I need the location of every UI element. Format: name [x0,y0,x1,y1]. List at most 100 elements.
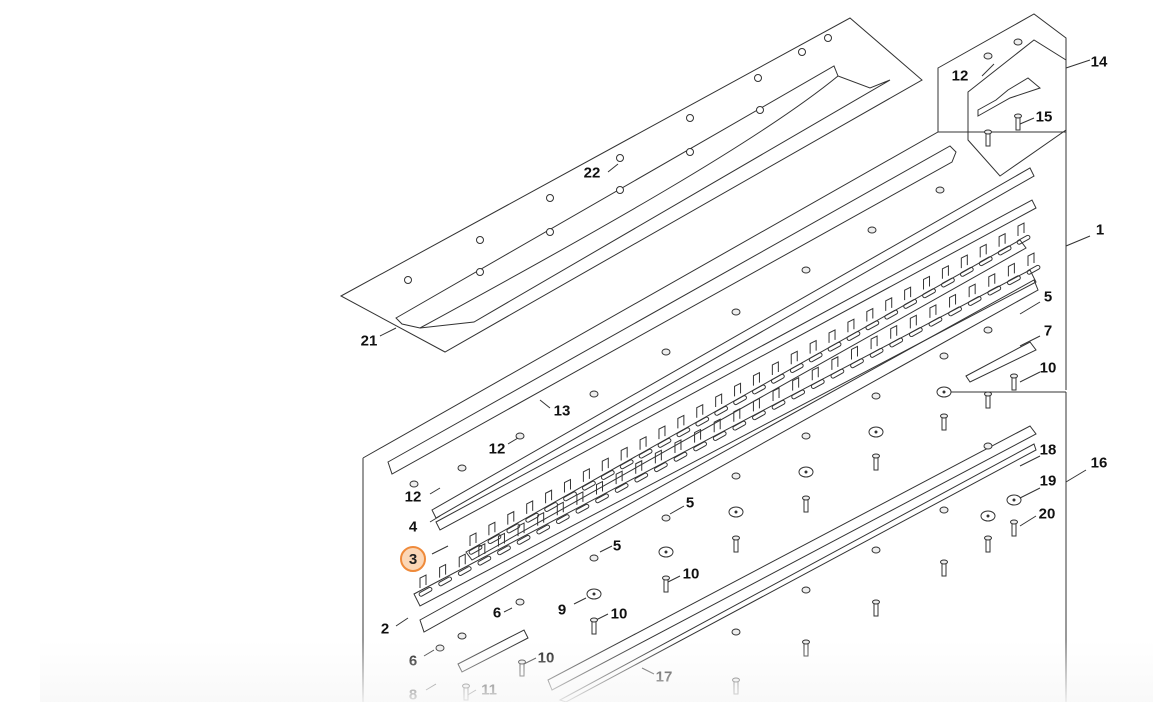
nut-icon [1013,38,1023,46]
callout-6[interactable]: 6 [492,604,502,622]
callout-18[interactable]: 18 [1039,441,1057,459]
callout-5[interactable]: 5 [685,494,695,512]
rivet-hole-icon [754,74,762,82]
blade-3-tooth [904,286,912,301]
callout-10[interactable]: 10 [537,649,555,667]
guard-plate-22 [395,65,891,329]
callout-3-selected[interactable]: 3 [400,546,426,572]
callout-12[interactable]: 12 [404,488,422,506]
main-panel-outline [362,131,1067,459]
blade-2-tooth [419,574,427,588]
blade-slot [941,277,955,288]
washer-hole-icon [592,592,596,596]
callout-21[interactable]: 21 [360,332,378,350]
blade-2-tooth [850,345,858,360]
nut-icon [589,390,599,398]
callout-19[interactable]: 19 [1039,472,1057,490]
washer-hole-icon [734,510,738,514]
blade-3-tooth [601,457,609,472]
blade-2-tooth [1027,252,1035,266]
blade-3-tooth [885,297,893,311]
blade-2-tooth [929,304,937,318]
bolt-head-icon [1010,519,1018,525]
rail-17 [558,443,1037,702]
nut-icon [589,554,599,562]
bolt-head-icon [1014,113,1022,119]
callout-13[interactable]: 13 [553,402,571,420]
washer-hole-icon [942,390,946,394]
blade-slot [595,493,609,504]
plate-4 [431,167,1035,519]
blade-2-tooth [654,449,662,464]
blade-2-tooth [890,324,898,339]
washer-hole-icon [874,430,878,434]
rivet-hole-icon [686,114,694,122]
callout-20[interactable]: 20 [1038,505,1056,523]
blade-3-tooth [696,403,704,418]
blade-2-tooth [556,501,564,516]
bolt-head-icon [940,413,948,419]
plate-4b [435,199,1037,531]
blade-slot [987,285,1002,296]
callout-5[interactable]: 5 [612,537,622,555]
callout-9[interactable]: 9 [557,601,567,619]
callout-12[interactable]: 12 [951,67,969,85]
blade-slot [516,534,531,545]
blade-slot [582,480,596,491]
washer-hole-icon [986,514,990,518]
nut-icon [939,352,949,360]
callout-8[interactable]: 8 [408,686,418,702]
blade-slot [676,427,691,438]
blade-3-tooth [582,468,590,482]
blade-slot [846,331,861,341]
blade-2-tooth [811,366,819,381]
callout-16[interactable]: 16 [1090,454,1108,472]
blade-3-tooth [790,350,798,365]
blade-3-tooth [1017,222,1025,236]
blade-slot [634,472,649,483]
callout-12[interactable]: 12 [488,440,506,458]
blade-slot [1016,234,1031,245]
blade-slot [771,399,786,410]
blade-2-tooth [615,470,623,485]
rivet-hole-icon [686,148,694,156]
blade-slot [948,306,962,317]
blade-slot [600,470,615,480]
rivet-hole-icon [616,154,624,162]
callout-7[interactable]: 7 [1043,322,1053,340]
callout-10[interactable]: 10 [682,565,700,583]
blade-slot [563,491,577,502]
callout-10[interactable]: 10 [610,605,628,623]
strip-13 [387,145,957,475]
blade-slot [555,514,570,525]
blade-slot [1026,264,1041,275]
callout-14[interactable]: 14 [1090,53,1108,71]
callout-15[interactable]: 15 [1035,108,1053,126]
blade-2 [413,269,1037,607]
callout-6[interactable]: 6 [408,652,418,670]
blade-slot [791,389,806,400]
callout-22[interactable]: 22 [583,164,601,182]
blade-slot [657,437,672,448]
nut-icon [661,348,671,356]
callout-2[interactable]: 2 [380,620,390,638]
nut-icon [801,266,811,274]
nut-icon [435,644,445,652]
bolt-head-icon [984,129,992,135]
callout-4[interactable]: 4 [408,518,418,536]
callout-1[interactable]: 1 [1095,221,1105,239]
blade-3-tooth [639,435,647,450]
blade-3-tooth [677,414,685,429]
callout-17[interactable]: 17 [655,668,673,686]
blade-slot [889,337,904,348]
blade-2-tooth [635,459,643,474]
blade-slot [752,410,766,421]
blade-2-tooth [537,511,545,526]
blade-slot [908,327,923,338]
blade-slot [714,405,729,416]
callout-5[interactable]: 5 [1043,288,1053,306]
blade-3-tooth [620,446,628,461]
blade-slot [638,448,653,459]
callout-11[interactable]: 11 [481,681,497,699]
callout-10[interactable]: 10 [1039,359,1057,377]
